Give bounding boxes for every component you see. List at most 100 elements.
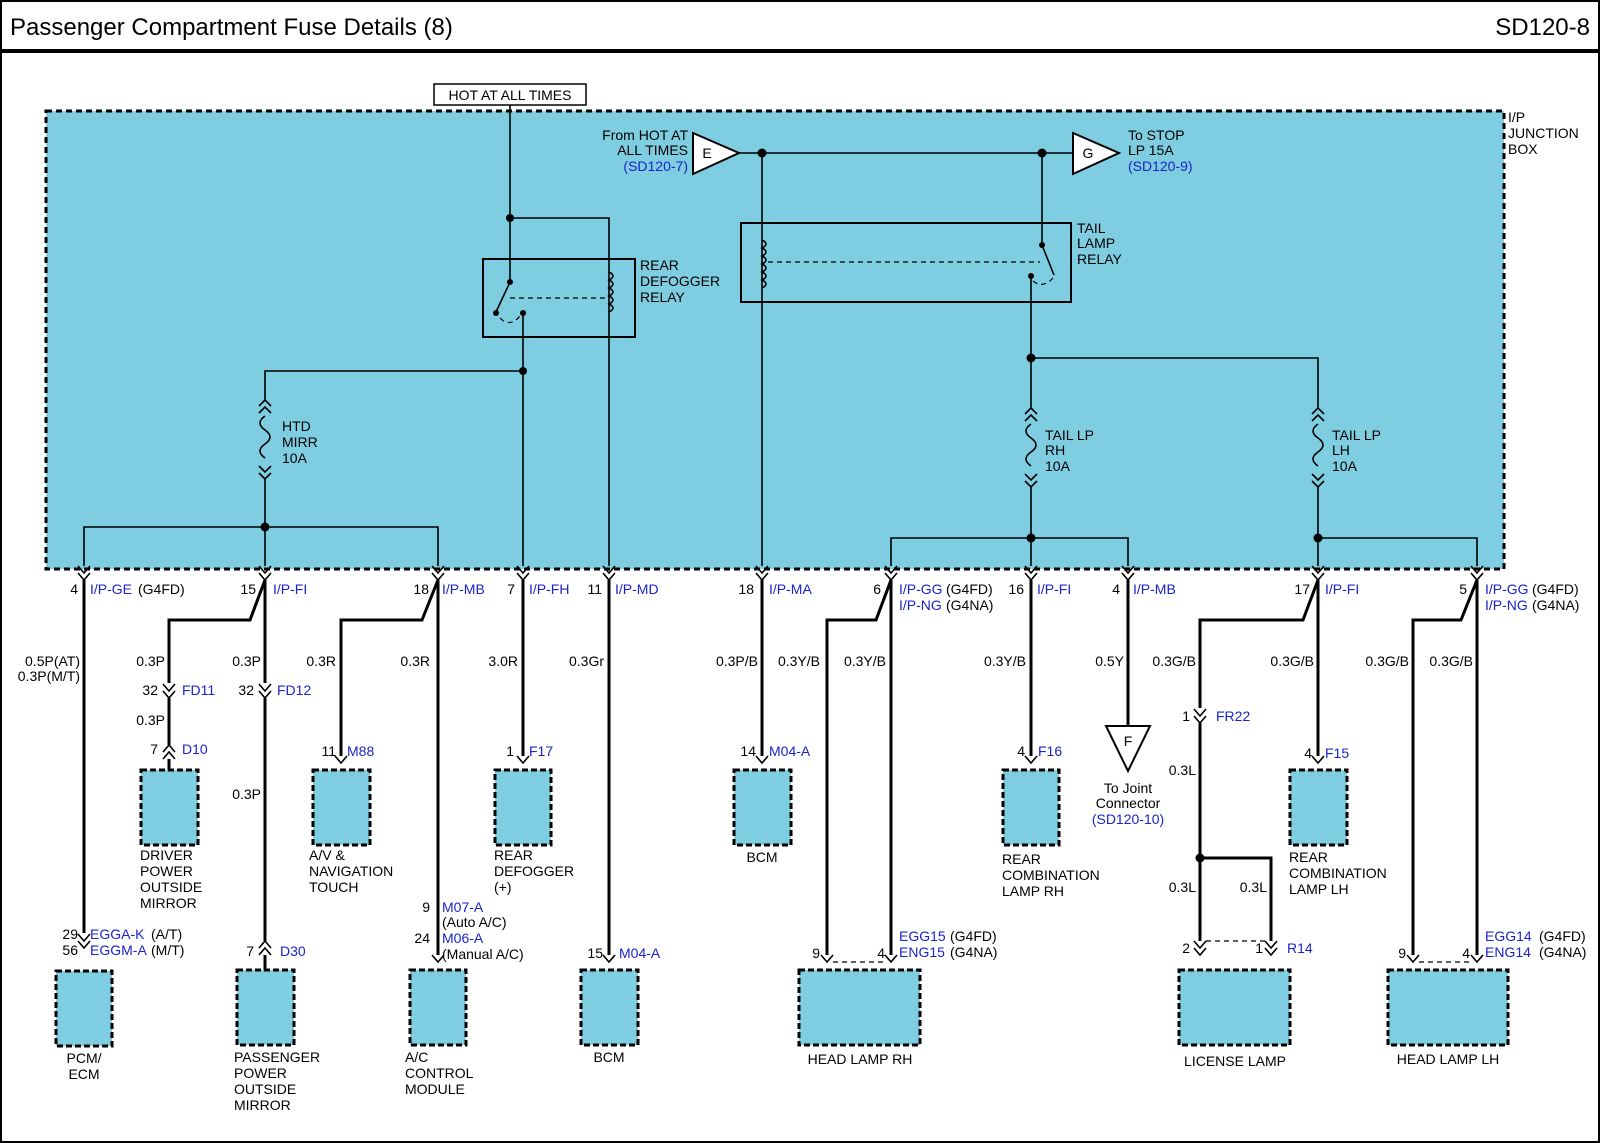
splice-dot [506, 214, 514, 222]
svg-text:COMBINATION: COMBINATION [1002, 867, 1100, 883]
svg-text:I/P-FI: I/P-FI [1037, 581, 1071, 597]
to-joint-connector-f [1104, 725, 1152, 774]
svg-text:FD11: FD11 [182, 682, 215, 698]
svg-text:24: 24 [414, 930, 430, 946]
ip-junction-box [44, 109, 1506, 571]
svg-text:0.3P: 0.3P [136, 712, 165, 728]
svg-text:To STOP: To STOP [1128, 127, 1185, 143]
svg-text:I/P-GG: I/P-GG [1485, 581, 1529, 597]
svg-text:I/P-FI: I/P-FI [1325, 581, 1359, 597]
rear-comb-rh-label: REAR COMBINATION LAMP RH [1002, 851, 1100, 899]
tail-lamp-relay-label: TAIL LAMP RELAY [1077, 220, 1123, 267]
svg-text:0.3G/B: 0.3G/B [1270, 653, 1314, 669]
svg-text:HTD: HTD [282, 418, 311, 434]
svg-text:2: 2 [1182, 940, 1190, 956]
svg-text:32: 32 [142, 682, 158, 698]
connector-f15: 4 F15 [1304, 745, 1349, 761]
svg-text:0.3L: 0.3L [1240, 879, 1267, 895]
passenger-mirror-label: PASSENGER POWER OUTSIDE MIRROR [234, 1049, 320, 1113]
wire-head-lamp-lh-a [1411, 579, 1479, 955]
svg-text:0.5Y: 0.5Y [1095, 653, 1124, 669]
svg-text:MIRR: MIRR [282, 434, 318, 450]
svg-text:RELAY: RELAY [640, 289, 686, 305]
svg-text:F17: F17 [529, 743, 553, 759]
svg-text:E: E [702, 145, 711, 161]
svg-text:0.3R: 0.3R [400, 653, 430, 669]
svg-text:POWER: POWER [234, 1065, 287, 1081]
av-navigation-component [311, 768, 372, 847]
svg-text:9: 9 [1398, 945, 1406, 961]
svg-text:6: 6 [873, 581, 881, 597]
svg-text:Connector: Connector [1096, 795, 1161, 811]
svg-text:32: 32 [238, 682, 254, 698]
svg-text:(G4FD): (G4FD) [946, 581, 993, 597]
svg-text:TAIL LP: TAIL LP [1045, 427, 1094, 443]
svg-text:MIRROR: MIRROR [234, 1097, 291, 1113]
svg-text:LAMP LH: LAMP LH [1289, 881, 1349, 897]
connector-d10: 7 D10 [150, 741, 208, 757]
fuse-htd-mirr-label: HTD MIRR 10A [282, 418, 318, 466]
svg-text:9: 9 [422, 899, 430, 915]
svg-text:(G4NA): (G4NA) [1539, 944, 1586, 960]
tail-lamp-relay [740, 222, 1072, 303]
terminal-t4: 7 I/P-FH [507, 581, 569, 597]
svg-text:0.3P: 0.3P [136, 653, 165, 669]
connector-egg14: 9 4 EGG14 (G4FD) ENG14 (G4NA) [1398, 928, 1586, 961]
svg-text:D10: D10 [182, 741, 208, 757]
svg-text:PASSENGER: PASSENGER [234, 1049, 320, 1065]
terminal-t5: 11 I/P-MD [587, 581, 658, 597]
svg-text:(G4FD): (G4FD) [1539, 928, 1586, 944]
svg-text:3.0R: 3.0R [488, 653, 518, 669]
svg-text:RH: RH [1045, 442, 1065, 458]
svg-text:0.3Y/B: 0.3Y/B [844, 653, 886, 669]
pcm-ecm-label: PCM/ ECM [67, 1050, 102, 1082]
terminal-t10: 17 I/P-FI [1294, 581, 1359, 597]
svg-text:OUTSIDE: OUTSIDE [234, 1081, 296, 1097]
rear-defogger-component [493, 768, 553, 847]
svg-text:ALL TIMES: ALL TIMES [617, 142, 688, 158]
svg-text:OUTSIDE: OUTSIDE [140, 879, 202, 895]
driver-mirror-component [139, 768, 200, 847]
svg-text:15: 15 [240, 581, 256, 597]
svg-text:M88: M88 [347, 743, 374, 759]
svg-text:A/C: A/C [405, 1049, 428, 1065]
connector-m04a-upper: 14 M04-A [740, 743, 810, 759]
svg-text:(A/T): (A/T) [151, 926, 182, 942]
svg-text:4: 4 [1462, 945, 1470, 961]
svg-text:18: 18 [413, 581, 429, 597]
svg-text:REAR: REAR [494, 847, 533, 863]
svg-text:TAIL: TAIL [1077, 220, 1106, 236]
ac-module-label: A/C CONTROL MODULE [405, 1049, 474, 1097]
svg-text:I/P-NG: I/P-NG [1485, 597, 1528, 613]
svg-text:0.3G/B: 0.3G/B [1429, 653, 1473, 669]
svg-text:I/P-FH: I/P-FH [529, 581, 569, 597]
svg-text:4: 4 [877, 945, 885, 961]
connector-f17: 1 F17 [506, 743, 553, 759]
svg-text:FD12: FD12 [277, 682, 311, 698]
svg-text:(SD120-10): (SD120-10) [1092, 811, 1164, 827]
svg-text:MODULE: MODULE [405, 1081, 465, 1097]
svg-text:0.3L: 0.3L [1169, 762, 1196, 778]
svg-text:4: 4 [1304, 745, 1312, 761]
svg-text:5: 5 [1459, 581, 1467, 597]
svg-text:4: 4 [1017, 743, 1025, 759]
svg-text:POWER: POWER [140, 863, 193, 879]
svg-text:I/P-GG: I/P-GG [899, 581, 943, 597]
svg-text:56: 56 [62, 942, 78, 958]
svg-text:16: 16 [1008, 581, 1024, 597]
svg-text:(+): (+) [494, 879, 512, 895]
terminal-t7: 6 I/P-GG (G4FD) I/P-NG (G4NA) [873, 581, 993, 613]
svg-text:15: 15 [587, 945, 603, 961]
svg-text:I/P-MA: I/P-MA [769, 581, 812, 597]
svg-text:D30: D30 [280, 943, 306, 959]
fuse-htd-mirr [258, 398, 272, 481]
svg-text:TAIL LP: TAIL LP [1332, 427, 1381, 443]
connector-fd12: 32 FD12 [238, 682, 311, 698]
svg-text:0.3P: 0.3P [232, 786, 261, 802]
svg-text:17: 17 [1294, 581, 1310, 597]
wire-license-lamp [1198, 579, 1320, 708]
svg-text:REAR: REAR [1289, 849, 1328, 865]
connector-r14: 2 1 R14 [1182, 940, 1313, 956]
svg-text:LP 15A: LP 15A [1128, 142, 1174, 158]
svg-text:REAR: REAR [640, 257, 679, 273]
